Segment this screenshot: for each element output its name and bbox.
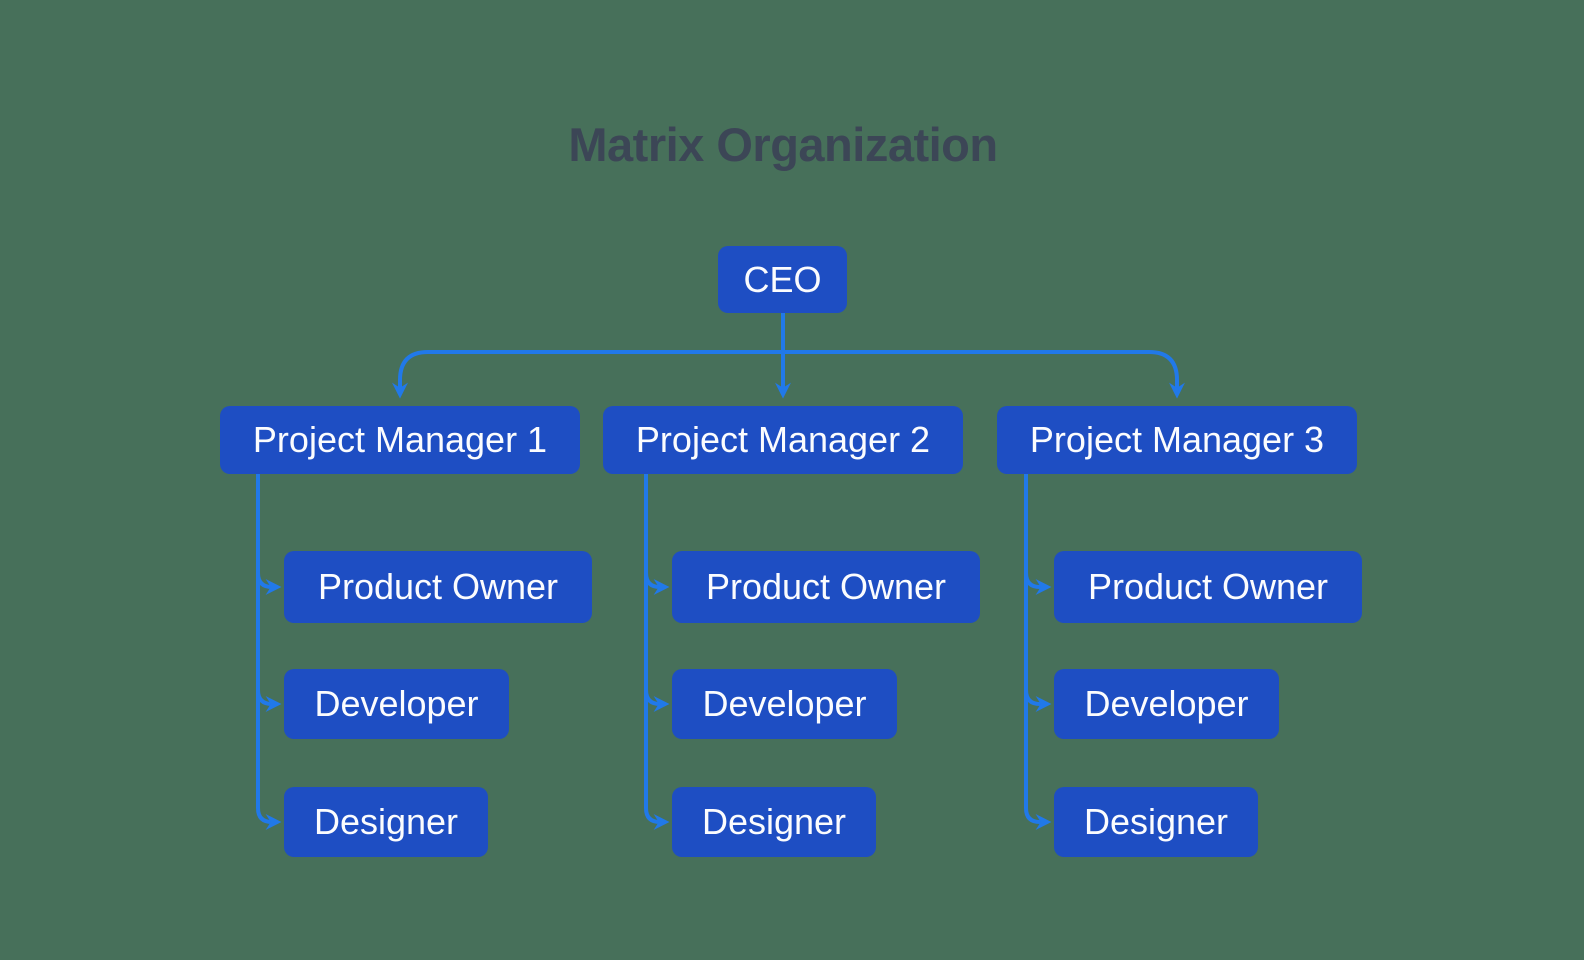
edge-pm2-designer: [644, 472, 670, 830]
edge-pm1-product-owner: [256, 472, 282, 595]
node-product-owner-3: Product Owner: [1054, 551, 1362, 623]
edge-pm3-designer: [1024, 472, 1052, 830]
edge-ceo-pm1: [392, 350, 785, 399]
node-ceo: CEO: [718, 246, 847, 313]
node-product-owner-2: Product Owner: [672, 551, 980, 623]
node-product-owner-1: Product Owner: [284, 551, 592, 623]
node-designer-3: Designer: [1054, 787, 1258, 857]
node-designer-2: Designer: [672, 787, 876, 857]
node-project-manager-1: Project Manager 1: [220, 406, 580, 474]
edge-pm1-developer: [256, 472, 282, 712]
edge-pm3-developer: [1024, 472, 1052, 712]
diagram-title: Matrix Organization: [568, 118, 998, 171]
edge-pm2-developer: [644, 472, 670, 712]
edge-pm2-product-owner: [644, 472, 670, 595]
node-developer-3: Developer: [1054, 669, 1279, 739]
node-designer-1: Designer: [284, 787, 488, 857]
node-developer-2: Developer: [672, 669, 897, 739]
edge-ceo-pm3: [781, 350, 1185, 399]
node-project-manager-3: Project Manager 3: [997, 406, 1357, 474]
edge-pm3-product-owner: [1024, 472, 1052, 595]
node-developer-1: Developer: [284, 669, 509, 739]
node-project-manager-2: Project Manager 2: [603, 406, 963, 474]
edge-pm1-designer: [256, 472, 282, 830]
